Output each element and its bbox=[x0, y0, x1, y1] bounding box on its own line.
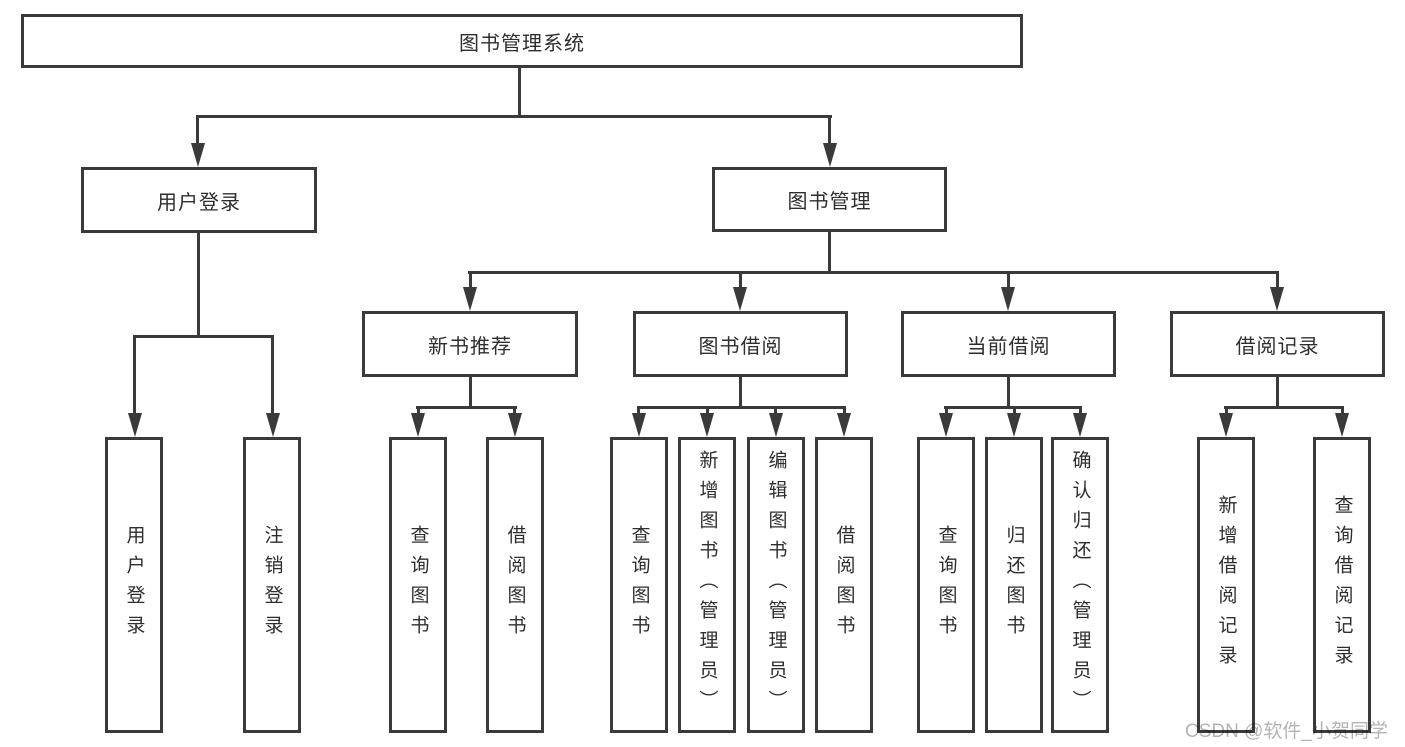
connector-line bbox=[706, 406, 709, 417]
arrow-down-icon bbox=[1270, 287, 1284, 311]
connector-line bbox=[518, 68, 521, 116]
arrow-down-icon bbox=[508, 413, 522, 437]
leaf-edit-book-admin: 编辑图书（管理员） bbox=[747, 437, 805, 733]
node-new-book-recommend: 新书推荐 bbox=[362, 311, 578, 377]
connector-line bbox=[271, 335, 274, 416]
connector-line bbox=[739, 377, 742, 408]
leaf-add-book-admin: 新增图书（管理员） bbox=[678, 437, 736, 733]
node-label: 借阅记录 bbox=[1235, 335, 1320, 358]
connector-line bbox=[843, 406, 846, 417]
node-book-borrow: 图书借阅 bbox=[633, 311, 848, 377]
leaf-label: 查询借阅记录 bbox=[1331, 495, 1353, 675]
leaf-borrow-book-1: 借阅图书 bbox=[486, 437, 544, 733]
leaf-borrow-book-2: 借阅图书 bbox=[815, 437, 873, 733]
csdn-watermark: CSDN @软件_小贺同学 bbox=[1185, 721, 1388, 742]
leaf-query-borrow-record: 查询借阅记录 bbox=[1313, 437, 1371, 733]
leaf-label: 新增借阅记录 bbox=[1215, 495, 1237, 675]
leaf-label: 借阅图书 bbox=[504, 525, 526, 645]
connector-line bbox=[1007, 271, 1010, 291]
connector-line bbox=[133, 335, 274, 338]
leaf-label: 归还图书 bbox=[1003, 525, 1025, 645]
leaf-label: 用户登录 bbox=[123, 525, 145, 645]
arrow-down-icon bbox=[266, 413, 280, 437]
leaf-label: 查询图书 bbox=[628, 525, 650, 645]
connector-line bbox=[468, 271, 1279, 274]
leaf-label: 注销登录 bbox=[261, 525, 283, 645]
node-borrow-record: 借阅记录 bbox=[1170, 311, 1385, 377]
leaf-return-book: 归还图书 bbox=[985, 437, 1043, 733]
connector-line bbox=[945, 406, 948, 417]
connector-line bbox=[469, 271, 472, 291]
leaf-add-borrow-record: 新增借阅记录 bbox=[1197, 437, 1255, 733]
connector-line bbox=[1225, 406, 1228, 417]
connector-line bbox=[1276, 271, 1279, 291]
leaf-label: 确认归还（管理员） bbox=[1069, 450, 1091, 720]
arrow-down-icon bbox=[1001, 287, 1015, 311]
arrow-down-icon bbox=[1073, 413, 1087, 437]
connector-line bbox=[133, 335, 136, 416]
arrow-down-icon bbox=[939, 413, 953, 437]
arrow-down-icon bbox=[837, 413, 851, 437]
arrow-down-icon bbox=[1219, 413, 1233, 437]
connector-line bbox=[196, 115, 832, 118]
arrow-down-icon bbox=[700, 413, 714, 437]
leaf-query-book-1: 查询图书 bbox=[389, 437, 447, 733]
arrow-down-icon bbox=[733, 287, 747, 311]
arrow-down-icon bbox=[463, 287, 477, 311]
node-root-label: 图书管理系统 bbox=[459, 32, 585, 55]
leaf-query-book-2: 查询图书 bbox=[610, 437, 668, 733]
connector-line bbox=[1079, 406, 1082, 417]
connector-line bbox=[637, 406, 640, 417]
arrow-down-icon bbox=[823, 143, 837, 167]
node-label: 当前借阅 bbox=[966, 335, 1051, 358]
connector-line bbox=[513, 406, 516, 417]
leaf-label: 查询图书 bbox=[407, 525, 429, 645]
connector-line bbox=[197, 233, 200, 337]
leaf-logout: 注销登录 bbox=[243, 437, 301, 733]
node-label: 用户登录 bbox=[157, 191, 241, 214]
leaf-query-book-3: 查询图书 bbox=[917, 437, 975, 733]
connector-line bbox=[739, 271, 742, 291]
connector-line bbox=[417, 406, 420, 417]
connector-line bbox=[828, 232, 831, 273]
leaf-user-login: 用户登录 bbox=[105, 437, 163, 733]
connector-line bbox=[637, 406, 846, 409]
node-user-login: 用户登录 bbox=[81, 167, 317, 233]
arrow-down-icon bbox=[1007, 413, 1021, 437]
arrow-down-icon bbox=[411, 413, 425, 437]
connector-line bbox=[1013, 406, 1016, 417]
connector-line bbox=[828, 115, 831, 146]
connector-line bbox=[196, 115, 199, 146]
leaf-label: 借阅图书 bbox=[833, 525, 855, 645]
node-root: 图书管理系统 bbox=[21, 14, 1023, 68]
node-book-management: 图书管理 bbox=[712, 167, 947, 232]
arrow-down-icon bbox=[632, 413, 646, 437]
leaf-label: 新增图书（管理员） bbox=[696, 450, 718, 720]
connector-line bbox=[1276, 377, 1279, 408]
connector-line bbox=[774, 406, 777, 417]
connector-line bbox=[1224, 406, 1344, 409]
arrow-down-icon bbox=[769, 413, 783, 437]
arrow-down-icon bbox=[128, 413, 142, 437]
leaf-label: 查询图书 bbox=[935, 525, 957, 645]
connector-line bbox=[1341, 406, 1344, 417]
node-current-borrow: 当前借阅 bbox=[901, 311, 1116, 377]
connector-line bbox=[416, 406, 517, 409]
node-label: 新书推荐 bbox=[428, 335, 512, 358]
node-label: 图书管理 bbox=[787, 191, 872, 213]
leaf-confirm-return-admin: 确认归还（管理员） bbox=[1051, 437, 1109, 733]
leaf-label: 编辑图书（管理员） bbox=[765, 450, 787, 720]
node-label: 图书借阅 bbox=[698, 335, 783, 358]
connector-line bbox=[469, 377, 472, 408]
arrow-down-icon bbox=[191, 143, 205, 167]
arrow-down-icon bbox=[1335, 413, 1349, 437]
connector-line bbox=[1007, 377, 1010, 408]
